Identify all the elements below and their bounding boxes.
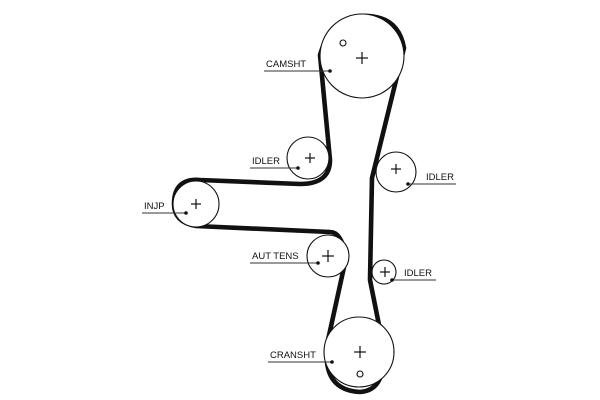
crankshaft-label: CRANSHT xyxy=(270,350,316,361)
idler-lower-right-pulley xyxy=(371,259,397,285)
idler-upper-left-label: IDLER xyxy=(252,156,280,167)
crankshaft-pulley xyxy=(323,316,395,388)
idler-right-label: IDLER xyxy=(426,172,454,183)
auto-tensioner-callout: AUT TENS xyxy=(250,251,320,265)
camshaft-pulley xyxy=(319,13,405,99)
idler-upper-left-callout: IDLER xyxy=(250,156,300,170)
idler-lower-right-label: IDLER xyxy=(404,268,432,279)
idler-lower-right-callout: IDLER xyxy=(390,268,436,282)
auto-tensioner-pulley xyxy=(306,234,350,278)
injection-pump-label: INJP xyxy=(144,201,165,212)
auto-tensioner-label: AUT TENS xyxy=(252,251,299,262)
idler-upper-left-pulley xyxy=(286,136,330,180)
idler-right-callout: IDLER xyxy=(406,172,456,186)
crankshaft-callout: CRANSHT xyxy=(268,350,334,364)
camshaft-label: CAMSHT xyxy=(266,59,306,70)
idler-right-pulley xyxy=(375,151,417,193)
injection-pump-callout: INJP xyxy=(142,201,188,215)
camshaft-callout: CAMSHT xyxy=(264,59,332,73)
injection-pump-pulley xyxy=(172,180,220,228)
